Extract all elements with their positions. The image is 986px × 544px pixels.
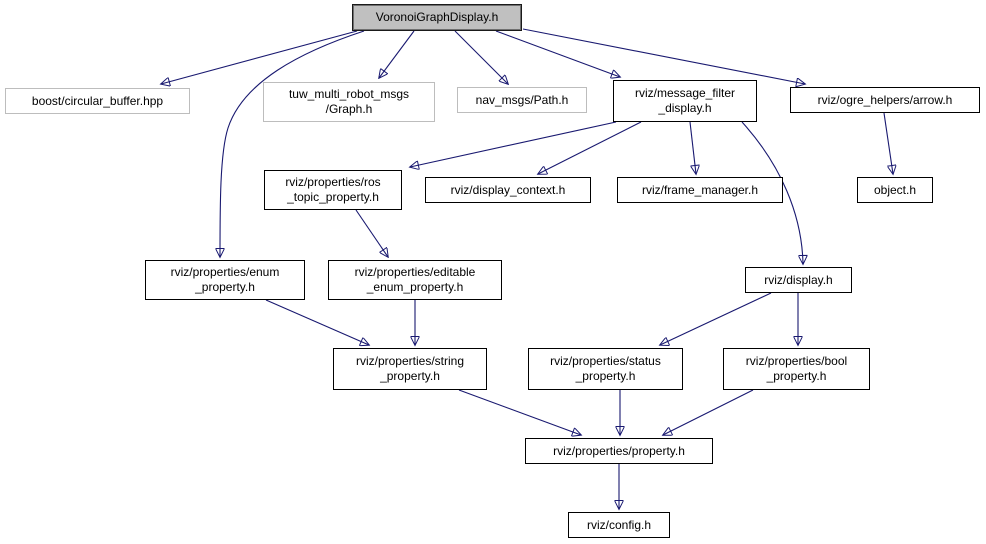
node-status-property[interactable]: rviz/properties/status _property.h — [528, 348, 683, 390]
node-nav-msgs-path[interactable]: nav_msgs/Path.h — [457, 87, 587, 113]
node-voronoi-graph-display[interactable]: VoronoiGraphDisplay.h — [352, 4, 522, 31]
node-editable-enum-property[interactable]: rviz/properties/editable _enum_property.… — [328, 260, 502, 300]
edge-ros-topic-property-to-editable-enum-property — [355, 209, 388, 257]
edge-main-to-tuw-graph — [379, 30, 415, 78]
node-ros-topic-property[interactable]: rviz/properties/ros _topic_property.h — [264, 170, 402, 210]
node-message-filter-display[interactable]: rviz/message_filter _display.h — [613, 80, 757, 122]
edge-display-to-status-property — [660, 292, 772, 345]
node-property[interactable]: rviz/properties/property.h — [525, 438, 713, 464]
node-object[interactable]: object.h — [857, 177, 933, 203]
edge-main-to-message-filter-display — [495, 30, 620, 77]
edge-message-filter-display-to-display — [741, 121, 803, 264]
node-display[interactable]: rviz/display.h — [745, 267, 852, 293]
node-config[interactable]: rviz/config.h — [568, 512, 670, 538]
edge-message-filter-display-to-frame-manager — [689, 121, 696, 174]
node-enum-property[interactable]: rviz/properties/enum _property.h — [145, 260, 305, 300]
edge-message-filter-display-to-display-context — [538, 121, 642, 174]
edge-main-to-enum-property — [220, 30, 365, 257]
node-boost-circular-buffer[interactable]: boost/circular_buffer.hpp — [5, 88, 190, 114]
edge-enum-property-to-string-property — [265, 299, 369, 345]
edge-ogre-arrow-to-object — [883, 112, 893, 174]
edge-string-property-to-property — [458, 389, 581, 435]
edge-message-filter-display-to-ros-topic-property — [410, 121, 617, 167]
edge-main-to-ogre-arrow — [522, 28, 805, 84]
node-tuw-multi-robot-msgs-graph[interactable]: tuw_multi_robot_msgs /Graph.h — [263, 82, 435, 122]
node-bool-property[interactable]: rviz/properties/bool _property.h — [723, 348, 870, 390]
node-string-property[interactable]: rviz/properties/string _property.h — [333, 348, 487, 390]
edge-bool-property-to-property — [663, 389, 754, 435]
node-frame-manager[interactable]: rviz/frame_manager.h — [617, 177, 783, 203]
edge-main-to-nav-path — [454, 30, 508, 84]
node-display-context[interactable]: rviz/display_context.h — [425, 177, 591, 203]
node-ogre-helpers-arrow[interactable]: rviz/ogre_helpers/arrow.h — [790, 87, 980, 113]
edge-main-to-boost-circular-buffer — [161, 30, 358, 84]
